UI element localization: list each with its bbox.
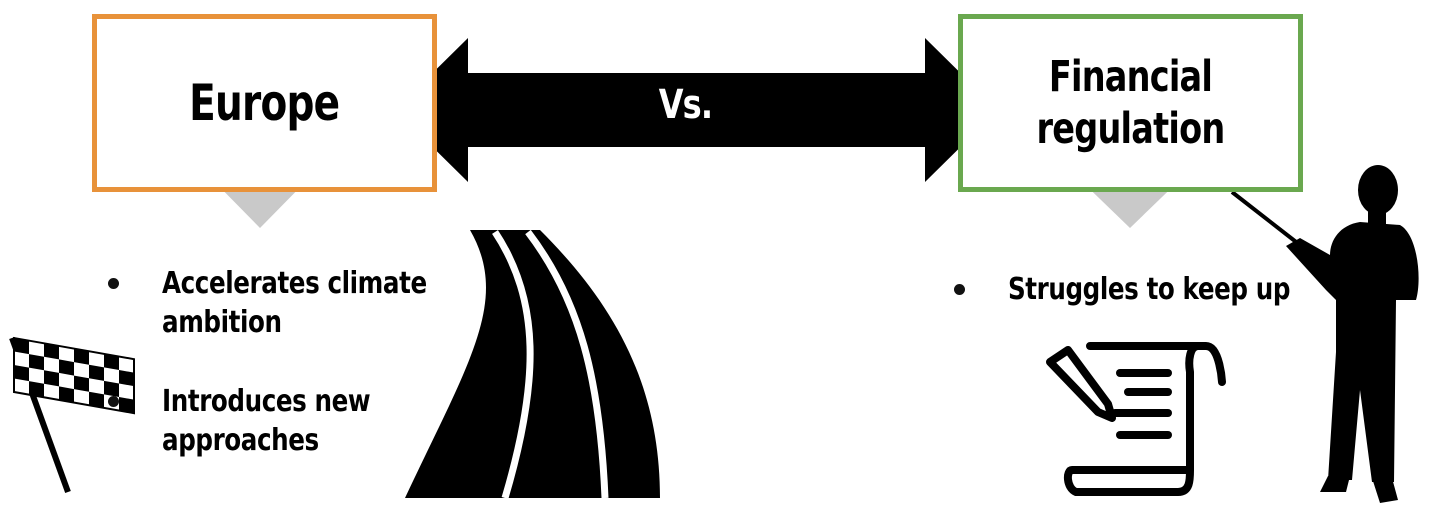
list-item: Struggles to keep up (954, 270, 1334, 309)
financial-regulation-title-line1: Financial (1049, 52, 1212, 102)
financial-regulation-title: Financial regulation (1037, 51, 1225, 156)
presenter-silhouette-icon (1232, 165, 1419, 503)
list-item: Accelerates climate ambition (108, 264, 488, 342)
europe-title: Europe (189, 74, 339, 132)
bullet-line: ambition (162, 303, 282, 342)
europe-box: Europe (92, 14, 437, 192)
bullet-line: Struggles to keep up (1008, 270, 1290, 309)
versus-text: Vs. (658, 82, 712, 128)
document-edit-icon (1050, 346, 1222, 492)
europe-bullet-list: Accelerates climate ambition Introduces … (108, 264, 488, 500)
versus-label: Vs. (620, 82, 750, 128)
financial-regulation-box: Financial regulation (958, 14, 1303, 192)
bullet-line: Introduces new (162, 382, 370, 421)
financial-regulation-bullet-list: Struggles to keep up (954, 270, 1334, 309)
financial-regulation-title-line2: regulation (1037, 104, 1225, 154)
bullet-line: Accelerates climate (162, 264, 427, 303)
bullet-line: approaches (162, 421, 319, 460)
list-item: Introduces new approaches (108, 382, 488, 460)
